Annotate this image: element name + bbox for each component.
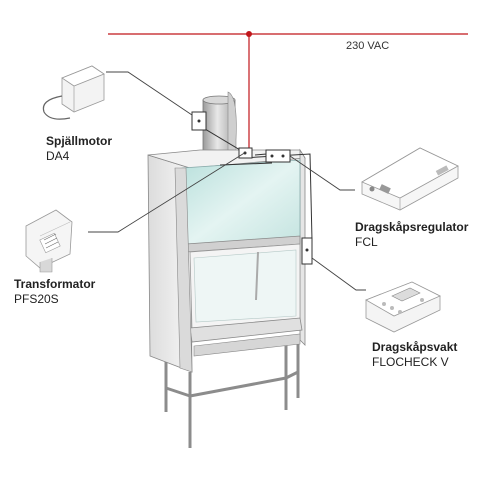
component-name: Spjällmotor bbox=[46, 134, 113, 148]
leader-lines bbox=[88, 71, 366, 291]
monitor-device bbox=[365, 281, 441, 333]
damper-motor-device bbox=[42, 65, 105, 120]
component-model: FLOCHECK V bbox=[372, 355, 449, 369]
component-model: PFS20S bbox=[14, 292, 59, 306]
component-model: DA4 bbox=[46, 149, 70, 163]
fume-hood bbox=[147, 148, 306, 448]
power-supply-line bbox=[108, 31, 468, 150]
transformer-label: Transformator PFS20S bbox=[14, 277, 95, 307]
component-name: Dragskåpsvakt bbox=[372, 340, 458, 354]
monitor-label: Dragskåpsvakt FLOCHECK V bbox=[372, 340, 457, 370]
component-model: FCL bbox=[355, 235, 378, 249]
component-name: Dragskåpsregulator bbox=[355, 220, 469, 234]
supply-voltage-label: 230 VAC bbox=[346, 40, 390, 52]
component-name: Transformator bbox=[14, 277, 96, 291]
sash-glass-upper bbox=[181, 159, 301, 249]
transformer-device bbox=[25, 209, 73, 273]
stand-frame bbox=[164, 338, 300, 448]
regulator-device bbox=[361, 147, 459, 211]
damper-motor-label: Spjällmotor DA4 bbox=[46, 134, 112, 164]
regulator-label: Dragskåpsregulator FCL bbox=[355, 220, 468, 250]
